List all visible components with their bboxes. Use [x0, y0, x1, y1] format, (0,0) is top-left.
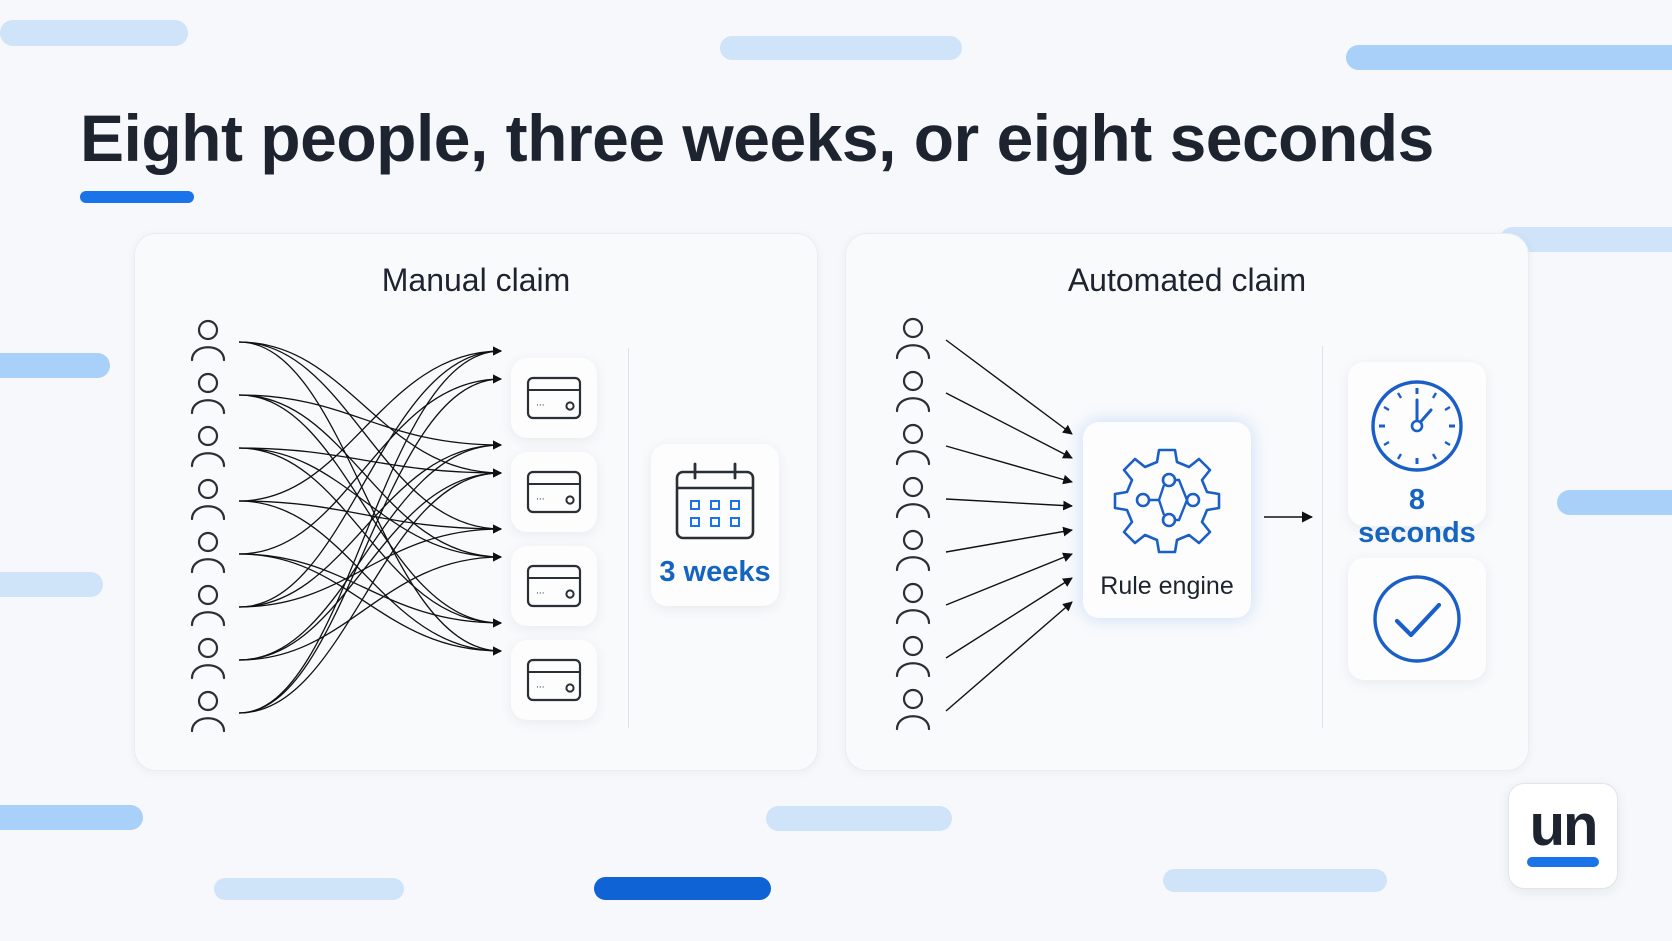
connector-line: [238, 500, 502, 656]
connector-line: [238, 440, 502, 608]
person-icon: [895, 476, 931, 519]
connector-line: [238, 341, 502, 534]
connector-line: [238, 468, 502, 714]
connector-line: [238, 394, 502, 562]
person-icon: [895, 582, 931, 625]
manual-duration-label: 3 weeks: [659, 556, 771, 588]
automated-flow-diagram: [895, 317, 1314, 731]
connector-line: [238, 341, 502, 478]
person-icon: [190, 319, 226, 362]
connector-line: [238, 394, 502, 450]
page-title: Eight people, three weeks, or eight seco…: [80, 101, 1434, 175]
decorative-strip: [1500, 227, 1672, 252]
connector-line: [945, 601, 1073, 712]
duration-card-manual: 3 weeks: [651, 444, 779, 606]
connector-line: [238, 447, 502, 562]
logo-underline: [1527, 857, 1599, 867]
connector-line: [238, 553, 502, 628]
decorative-strip: [0, 572, 103, 597]
connector-line: [238, 447, 502, 628]
connector-line: [945, 577, 1073, 659]
person-icon: [190, 478, 226, 521]
system-card: [511, 452, 597, 532]
rule-engine-card: Rule engine: [1083, 422, 1251, 618]
panel-divider: [1322, 346, 1323, 728]
automated-claim-panel: Automated claim Rule engine: [845, 233, 1529, 771]
decorative-strip: [1557, 490, 1672, 515]
completion-card: [1348, 558, 1486, 680]
manual-claim-panel: Manual claim ··· ··· ··· ···: [134, 233, 818, 771]
connector-line: [238, 447, 502, 478]
clock-icon: [1371, 380, 1463, 472]
gear-flow-icon: [1113, 448, 1221, 554]
connector-line: [238, 524, 502, 608]
person-icon: [895, 635, 931, 678]
logo-text: un: [1529, 793, 1599, 858]
person-icon: [190, 425, 226, 468]
connector-line: [238, 346, 502, 714]
connector-line: [238, 346, 502, 608]
decorative-strip: [0, 353, 110, 378]
panel-divider: [628, 348, 629, 728]
system-card: [511, 640, 597, 720]
connector-line: [945, 339, 1073, 435]
person-icon: [190, 372, 226, 415]
person-icon: [895, 317, 931, 360]
person-icon: [895, 423, 931, 466]
decorative-strip: [1346, 45, 1672, 70]
connector-line: [945, 445, 1073, 485]
connector-line: [945, 392, 1073, 459]
check-circle-icon: [1373, 575, 1461, 663]
connector-line: [945, 526, 1073, 553]
decorative-strip: [214, 878, 404, 900]
decorative-strip: [766, 806, 952, 831]
decorative-strip: [594, 877, 771, 900]
system-card: [511, 358, 597, 438]
connector-line: [238, 553, 502, 656]
person-icon: [190, 531, 226, 574]
calendar-icon: [675, 462, 755, 540]
connector-line: [238, 346, 502, 502]
connector-line: [238, 374, 502, 555]
duration-card-automated: 8 seconds: [1348, 362, 1486, 549]
person-icon: [190, 637, 226, 680]
person-icon: [895, 688, 931, 731]
connector-line: [238, 394, 502, 628]
connector-line: [238, 374, 502, 714]
person-icon: [895, 370, 931, 413]
manual-claim-heading: Manual claim: [381, 262, 571, 298]
decorative-strip: [0, 20, 188, 46]
title-underline: [80, 191, 194, 203]
system-card: [511, 546, 597, 626]
manual-flow-diagram: [190, 319, 502, 733]
brand-logo: un: [1508, 783, 1618, 889]
connector-line: [238, 500, 502, 534]
connector-line: [238, 341, 502, 656]
decorative-strip: [0, 805, 143, 830]
person-icon: [190, 584, 226, 627]
person-icon: [190, 690, 226, 733]
decorative-strip: [720, 36, 962, 60]
rule-engine-label: Rule engine: [1100, 572, 1234, 600]
automated-claim-heading: Automated claim: [1067, 262, 1307, 298]
connector-line: [238, 468, 502, 661]
connector-line: [238, 440, 502, 661]
person-icon: [895, 529, 931, 572]
connector-line: [238, 552, 502, 661]
connector-line: [945, 552, 1073, 606]
automated-duration-label: 8 seconds: [1358, 484, 1476, 549]
connector-line: [945, 498, 1073, 511]
decorative-strip: [1163, 869, 1387, 892]
